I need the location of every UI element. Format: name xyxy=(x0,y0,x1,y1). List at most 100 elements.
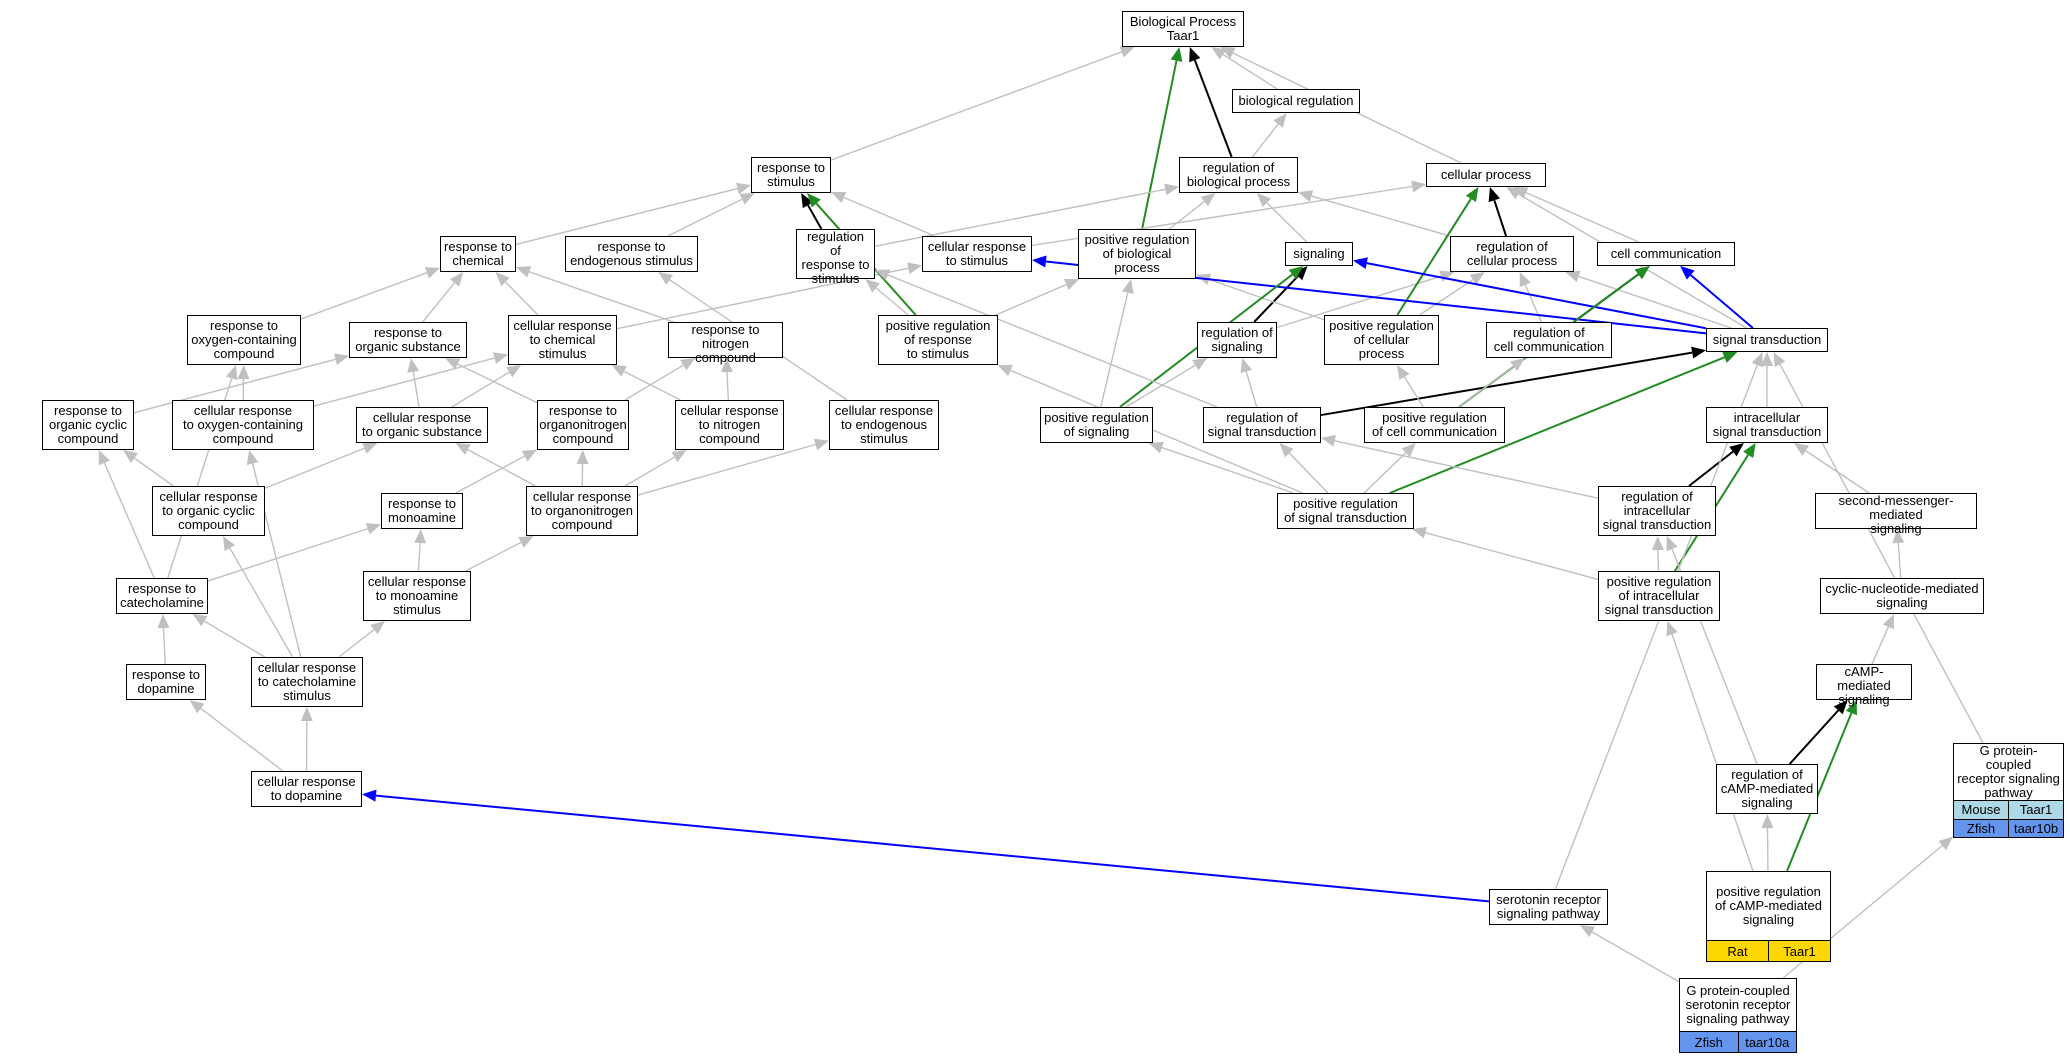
edge-arrowhead xyxy=(521,449,537,462)
go-term-node[interactable]: regulation of cell communication xyxy=(1486,322,1612,358)
go-term-node[interactable]: biological regulation xyxy=(1232,89,1360,113)
go-term-label: cellular response to organonitrogen comp… xyxy=(531,489,633,532)
go-term-node[interactable]: cellular process xyxy=(1426,163,1546,187)
go-term-node[interactable]: cellular response to organic cyclic comp… xyxy=(152,486,265,536)
go-term-node[interactable]: response to endogenous stimulus xyxy=(565,236,698,272)
go-term-label: response to oxygen-containing compound xyxy=(191,318,297,361)
go-term-node[interactable]: regulation of signal transduction xyxy=(1203,407,1321,443)
go-term-node[interactable]: G protein-coupled receptor signaling pat… xyxy=(1953,743,2064,838)
go-term-node[interactable]: positive regulation of intracellular sig… xyxy=(1598,571,1720,621)
edge-arrowhead xyxy=(907,262,922,275)
go-term-node[interactable]: second-messenger-mediated signaling xyxy=(1815,493,1977,536)
go-term-node[interactable]: response to stimulus xyxy=(751,157,831,193)
go-term-label: response to organic cyclic compound xyxy=(48,403,128,446)
edge-arrowhead xyxy=(1845,700,1857,716)
edge-arrowhead xyxy=(1063,279,1080,291)
go-term-node[interactable]: signaling xyxy=(1285,242,1353,266)
go-term-node[interactable]: cellular response to chemical stimulus xyxy=(508,315,617,365)
edge-regulates xyxy=(1193,59,1233,158)
edge-arrowhead xyxy=(1122,279,1134,295)
go-term-node[interactable]: cAMP-mediated signaling xyxy=(1816,664,1912,707)
go-term-node[interactable]: G protein-coupled serotonin receptor sig… xyxy=(1679,978,1797,1053)
edge-is-a xyxy=(313,357,495,407)
go-term-node[interactable]: positive regulation of response to stimu… xyxy=(878,315,998,365)
edge-arrowhead xyxy=(1273,113,1287,128)
go-term-node[interactable]: regulation of biological process xyxy=(1179,157,1298,193)
go-term-node[interactable]: regulation of signaling xyxy=(1197,322,1277,358)
go-term-node[interactable]: positive regulation of cellular process xyxy=(1324,315,1439,365)
go-term-label: response to monoamine xyxy=(388,496,456,525)
go-term-label: cellular response to chemical stimulus xyxy=(513,318,612,361)
go-term-label: regulation of cellular process xyxy=(1466,239,1558,268)
go-term-node[interactable]: response to catecholamine xyxy=(116,578,208,614)
go-term-node[interactable]: response to dopamine xyxy=(126,664,206,700)
go-term-node[interactable]: positive regulation of cell communicatio… xyxy=(1364,407,1505,443)
edge-is-a xyxy=(467,449,536,487)
go-term-node[interactable]: signal transduction xyxy=(1706,328,1828,352)
edge-is-a xyxy=(1403,376,1424,408)
edge-is-a xyxy=(1276,275,1442,329)
go-term-node[interactable]: cellular response to organic substance xyxy=(356,407,488,443)
go-term-node[interactable]: cyclic-nucleotide-mediated signaling xyxy=(1820,578,1984,614)
edge-is-a xyxy=(451,371,510,408)
go-term-node[interactable]: positive regulation of signaling xyxy=(1040,407,1153,443)
go-term-node[interactable]: cellular response to stimulus xyxy=(922,236,1032,272)
go-term-node[interactable]: regulation of intracellular signal trans… xyxy=(1598,486,1716,536)
go-term-label: positive regulation of biological proces… xyxy=(1084,232,1190,275)
go-term-node[interactable]: cell communication xyxy=(1597,242,1735,266)
go-term-label: cellular response to dopamine xyxy=(257,774,356,803)
edge-is-a xyxy=(457,363,538,404)
go-term-node[interactable]: regulation of cellular process xyxy=(1450,236,1574,272)
edge-is-a xyxy=(1458,365,1514,408)
go-term-node[interactable]: cellular response to monoamine stimulus xyxy=(363,571,471,621)
edge-arrowhead xyxy=(407,358,420,373)
go-term-node[interactable]: response to monoamine xyxy=(381,493,463,529)
gene-cell: taar10b xyxy=(2008,819,2063,837)
go-term-node[interactable]: positive regulation of biological proces… xyxy=(1078,229,1196,279)
edge-is-a xyxy=(207,528,368,582)
go-term-node[interactable]: positive regulation of signal transducti… xyxy=(1277,493,1414,529)
go-term-node[interactable]: response to oxygen-containing compound xyxy=(187,315,301,365)
go-term-label: cellular response to catecholamine stimu… xyxy=(257,660,357,703)
go-term-node[interactable]: intracellular signal transduction xyxy=(1706,407,1828,443)
edge-is-a xyxy=(515,187,738,246)
edge-arrowhead xyxy=(1192,358,1208,371)
edge-arrowhead xyxy=(333,353,349,366)
go-term-label: Biological Process Taar1 xyxy=(1129,14,1237,43)
edge-arrowhead xyxy=(1439,270,1455,282)
go-term-node[interactable]: cellular response to oxygen-containing c… xyxy=(172,400,314,450)
go-term-node[interactable]: cellular response to organonitrogen comp… xyxy=(526,486,638,536)
edge-is-a xyxy=(200,707,284,772)
edge-is-a xyxy=(455,455,525,494)
edge-is-a xyxy=(1525,191,1639,243)
go-term-node[interactable]: response to chemical xyxy=(440,236,516,272)
go-term-node[interactable]: response to organonitrogen compound xyxy=(537,400,629,450)
edge-arrowhead xyxy=(801,193,814,209)
edge-is-a xyxy=(300,272,428,320)
go-term-node[interactable]: cellular response to endogenous stimulus xyxy=(829,400,939,450)
go-term-node[interactable]: Biological Process Taar1 xyxy=(1122,11,1244,47)
go-term-label: cyclic-nucleotide-mediated signaling xyxy=(1825,581,1979,610)
go-term-node[interactable]: response to organic cyclic compound xyxy=(42,400,134,450)
edge-arrowhead xyxy=(1401,443,1416,458)
go-term-node[interactable]: response to nitrogen compound xyxy=(668,322,783,365)
go-term-label: cellular response to endogenous stimulus xyxy=(834,403,934,446)
go-term-node[interactable]: cellular response to catecholamine stimu… xyxy=(251,657,363,707)
edge-arrowhead xyxy=(189,700,205,714)
go-term-node[interactable]: cellular response to dopamine xyxy=(251,771,362,807)
edge-is-a xyxy=(133,358,336,414)
edge-arrowhead xyxy=(1892,529,1905,544)
go-term-label: response to dopamine xyxy=(132,667,200,696)
go-term-node[interactable]: serotonin receptor signaling pathway xyxy=(1489,889,1608,925)
edge-arrowhead xyxy=(1288,266,1304,280)
go-term-node[interactable]: regulation of response to stimulus xyxy=(796,229,875,286)
edge-is-a xyxy=(1524,284,1542,323)
go-term-node[interactable]: positive regulation of cAMP-mediated sig… xyxy=(1706,871,1831,962)
go-term-node[interactable]: regulation of cAMP-mediated signaling xyxy=(1716,764,1818,814)
edge-is-a xyxy=(623,370,681,401)
go-term-node[interactable]: cellular response to nitrogen compound xyxy=(675,400,784,450)
go-term-label: G protein-coupled serotonin receptor sig… xyxy=(1685,983,1791,1026)
go-term-node[interactable]: response to organic substance xyxy=(349,322,467,358)
